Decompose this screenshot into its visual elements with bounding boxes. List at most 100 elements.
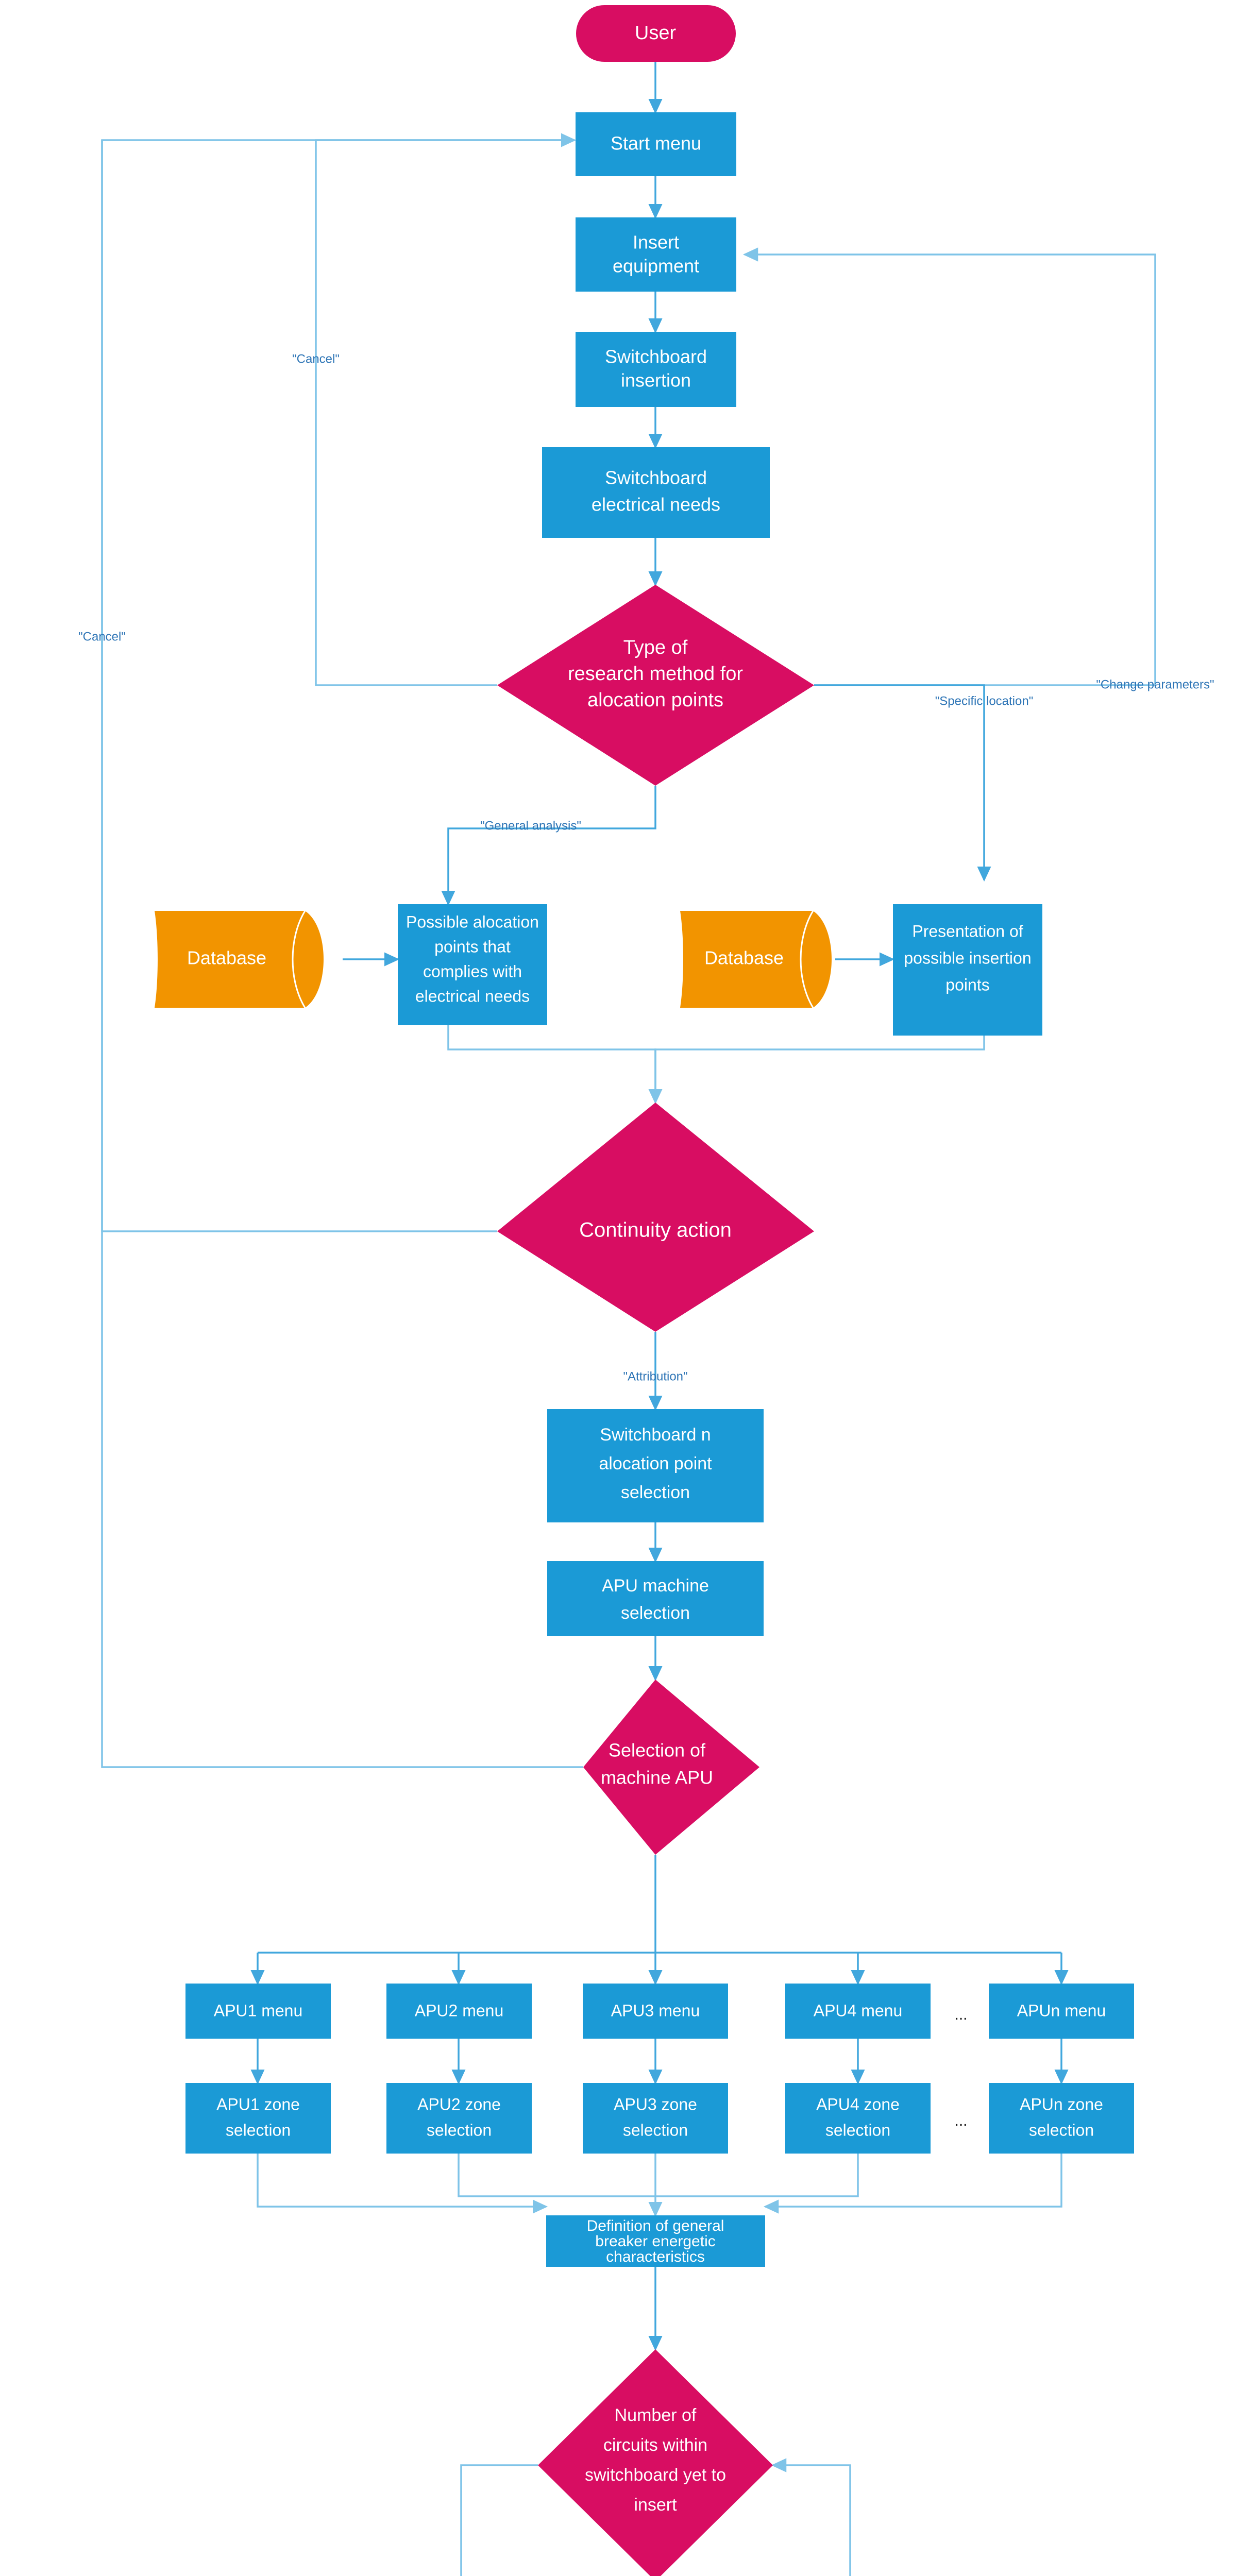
- node-apu-machine-selection[interactable]: APU machine selection: [547, 1561, 764, 1636]
- edge-remaining-breakers-loop-back: [771, 2458, 851, 2576]
- node-presentation-insertion-line1: Presentation of: [912, 922, 1023, 940]
- node-apun-zone-line1: APUn zone: [1020, 2095, 1103, 2113]
- edge-specific-location: [814, 684, 991, 882]
- node-user-label: User: [635, 22, 677, 44]
- node-apu3-zone-line1: APU3 zone: [614, 2095, 697, 2113]
- node-apu3-menu[interactable]: APU3 menu: [583, 1984, 728, 2039]
- node-type-of-research-method[interactable]: Type of research method for alocation po…: [497, 585, 814, 786]
- node-number-circuits-line2: circuits within: [603, 2435, 707, 2455]
- edge-cancel-upper: [315, 133, 577, 686]
- node-switchboard-insertion-line1: Switchboard: [605, 346, 707, 367]
- node-apu-machine-line2: selection: [621, 1603, 690, 1623]
- node-apun-zone-selection[interactable]: APUn zone selection: [989, 2083, 1134, 2154]
- edge-label-attribution: "Attribution": [623, 1369, 687, 1383]
- node-apu1-menu-label: APU1 menu: [214, 2001, 303, 2020]
- node-number-of-circuits[interactable]: Number of circuits within switchboard ye…: [538, 2349, 773, 2576]
- node-continuity-action[interactable]: Continuity action: [497, 1103, 814, 1332]
- edge-possible-points-to-continuity: [447, 1025, 663, 1105]
- edge-labels: "Cancel" "Cancel" "General analysis" "Sp…: [78, 352, 1214, 1383]
- edge-apu4-zone-to-definition: [655, 2154, 859, 2197]
- node-database-right-label: Database: [704, 947, 784, 969]
- edge-apun-zone-to-definition: [763, 2154, 1062, 2214]
- node-number-circuits-line3: switchboard yet to: [585, 2465, 726, 2485]
- node-switchboard-insertion[interactable]: Switchboard insertion: [576, 332, 736, 407]
- node-apu2-menu[interactable]: APU2 menu: [386, 1984, 532, 2039]
- node-start-menu-label: Start menu: [611, 133, 701, 154]
- node-start-menu[interactable]: Start menu: [576, 112, 736, 176]
- node-switchboard-insertion-line2: insertion: [621, 370, 691, 391]
- node-apun-menu[interactable]: APUn menu: [989, 1984, 1134, 2039]
- edge-apu1-zone-to-definition: [257, 2154, 548, 2214]
- node-apu2-menu-label: APU2 menu: [415, 2001, 504, 2020]
- node-apu-machine-line1: APU machine: [602, 1576, 709, 1596]
- node-apu4-zone-line1: APU4 zone: [816, 2095, 900, 2113]
- node-switchboard-electrical-needs-line2: electrical needs: [592, 494, 720, 515]
- node-switchboard-n-line1: Switchboard n: [600, 1425, 711, 1445]
- node-apu3-menu-label: APU3 menu: [611, 2001, 700, 2020]
- connectors: [101, 62, 1156, 2576]
- edge-change-parameters: [742, 247, 1156, 686]
- node-apu1-menu[interactable]: APU1 menu: [185, 1984, 331, 2039]
- node-apu1-zone-selection[interactable]: APU1 zone selection: [185, 2083, 331, 2154]
- node-insert-equipment[interactable]: Insert equipment: [576, 217, 736, 292]
- node-presentation-insertion-line2: possible insertion: [904, 948, 1031, 967]
- edge-n-equals-zero: [460, 2464, 538, 2576]
- node-research-method-line2: research method for: [568, 663, 743, 685]
- node-presentation-insertion-line3: points: [945, 975, 989, 994]
- node-selection-apu-line1: Selection of: [609, 1740, 706, 1761]
- edge-presentation-to-continuity: [654, 1036, 985, 1103]
- node-switchboard-n-alocation-point-selection[interactable]: Switchboard n alocation point selection: [547, 1409, 764, 1522]
- node-database-left[interactable]: Database: [155, 910, 324, 1008]
- node-switchboard-n-line3: selection: [621, 1483, 690, 1502]
- node-database-left-label: Database: [187, 947, 266, 969]
- node-apu3-zone-line2: selection: [623, 2121, 688, 2139]
- node-definition-general-breaker[interactable]: Definition of general breaker energetic …: [546, 2215, 765, 2267]
- node-apu2-zone-line2: selection: [427, 2121, 492, 2139]
- edge-general-analysis: [441, 786, 656, 906]
- node-apu4-zone-line2: selection: [825, 2121, 890, 2139]
- node-switchboard-electrical-needs[interactable]: Switchboard electrical needs: [542, 447, 770, 538]
- node-apu4-menu[interactable]: APU4 menu: [785, 1984, 931, 2039]
- node-presentation-possible-insertion-points[interactable]: Presentation of possible insertion point…: [893, 904, 1042, 1036]
- node-continuity-action-label: Continuity action: [579, 1219, 732, 1242]
- edge-cancel-selection-apu: [101, 140, 583, 1768]
- node-possible-points-line4: electrical needs: [415, 987, 530, 1005]
- node-switchboard-electrical-needs-line1: Switchboard: [605, 467, 707, 488]
- node-definition-general-line3: characteristics: [606, 2248, 705, 2265]
- node-user[interactable]: User: [576, 5, 736, 62]
- node-apu4-menu-label: APU4 menu: [814, 2001, 903, 2020]
- node-apu2-zone-line1: APU2 zone: [417, 2095, 501, 2113]
- edge-apu2-zone-to-definition: [458, 2154, 655, 2197]
- edge-label-general-analysis: "General analysis": [480, 819, 581, 833]
- node-apu3-zone-selection[interactable]: APU3 zone selection: [583, 2083, 728, 2154]
- node-definition-general-line1: Definition of general: [587, 2217, 724, 2234]
- node-selection-apu-line2: machine APU: [601, 1767, 713, 1788]
- node-research-method-line1: Type of: [623, 637, 688, 658]
- node-possible-alocation-points[interactable]: Possible alocation points that complies …: [398, 904, 547, 1025]
- node-number-circuits-line4: insert: [634, 2495, 677, 2515]
- node-apu1-zone-line1: APU1 zone: [216, 2095, 300, 2113]
- edge-label-cancel-upper: "Cancel": [292, 352, 340, 366]
- node-possible-points-line2: points that: [434, 937, 511, 956]
- ellipsis-zone-row: ...: [954, 2112, 967, 2129]
- ellipsis-menu-row: ...: [954, 2006, 967, 2023]
- node-definition-general-line2: breaker energetic: [595, 2233, 715, 2250]
- node-apu4-zone-selection[interactable]: APU4 zone selection: [785, 2083, 931, 2154]
- node-apun-zone-line2: selection: [1029, 2121, 1094, 2139]
- edge-label-specific-location: "Specific location": [935, 694, 1033, 708]
- node-possible-points-line1: Possible alocation: [406, 912, 539, 931]
- node-research-method-line3: alocation points: [587, 689, 723, 711]
- node-selection-of-machine-apu[interactable]: Selection of machine APU: [583, 1680, 759, 1855]
- node-number-circuits-line1: Number of: [615, 2405, 697, 2425]
- node-possible-points-line3: complies with: [423, 962, 522, 980]
- node-database-right[interactable]: Database: [680, 910, 832, 1008]
- edge-label-change-parameters: "Change parameters": [1096, 677, 1214, 691]
- node-apun-menu-label: APUn menu: [1017, 2001, 1106, 2020]
- node-apu2-zone-selection[interactable]: APU2 zone selection: [386, 2083, 532, 2154]
- node-switchboard-n-line2: alocation point: [599, 1454, 712, 1473]
- node-insert-equipment-line1: Insert: [633, 232, 679, 253]
- node-insert-equipment-line2: equipment: [613, 256, 699, 277]
- edge-label-cancel-lower: "Cancel": [78, 630, 126, 643]
